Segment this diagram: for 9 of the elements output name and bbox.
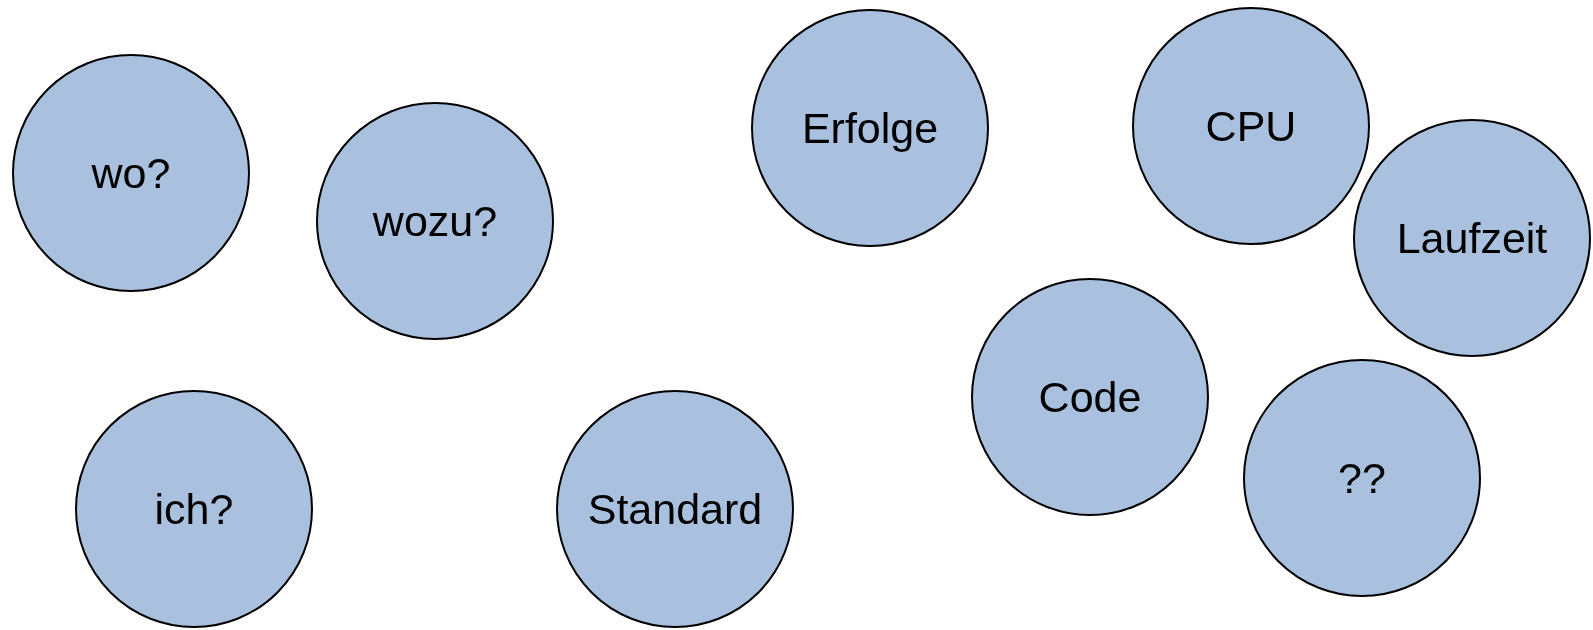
node-label: Standard	[587, 487, 763, 531]
node-label: CPU	[1205, 104, 1297, 148]
node-label: Laufzeit	[1396, 216, 1548, 260]
node-label: wozu?	[372, 199, 498, 243]
node-label: Erfolge	[801, 106, 939, 150]
node-label: ??	[1338, 456, 1386, 500]
node-label: ich?	[154, 487, 234, 531]
node-label: Code	[1038, 375, 1142, 419]
node-label: wo?	[91, 151, 171, 195]
